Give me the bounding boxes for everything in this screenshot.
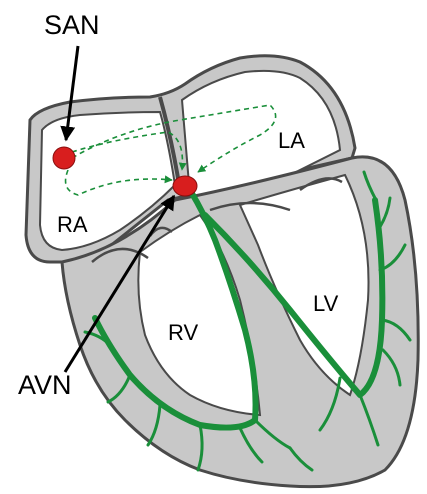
san-node bbox=[53, 147, 75, 169]
ra-label: RA bbox=[57, 214, 88, 236]
avn-node bbox=[173, 176, 197, 196]
avn-label: AVN bbox=[18, 372, 72, 399]
lv-label: LV bbox=[313, 293, 338, 315]
rv-label: RV bbox=[168, 322, 198, 344]
la-label: LA bbox=[278, 130, 305, 152]
san-label: SAN bbox=[44, 12, 100, 39]
